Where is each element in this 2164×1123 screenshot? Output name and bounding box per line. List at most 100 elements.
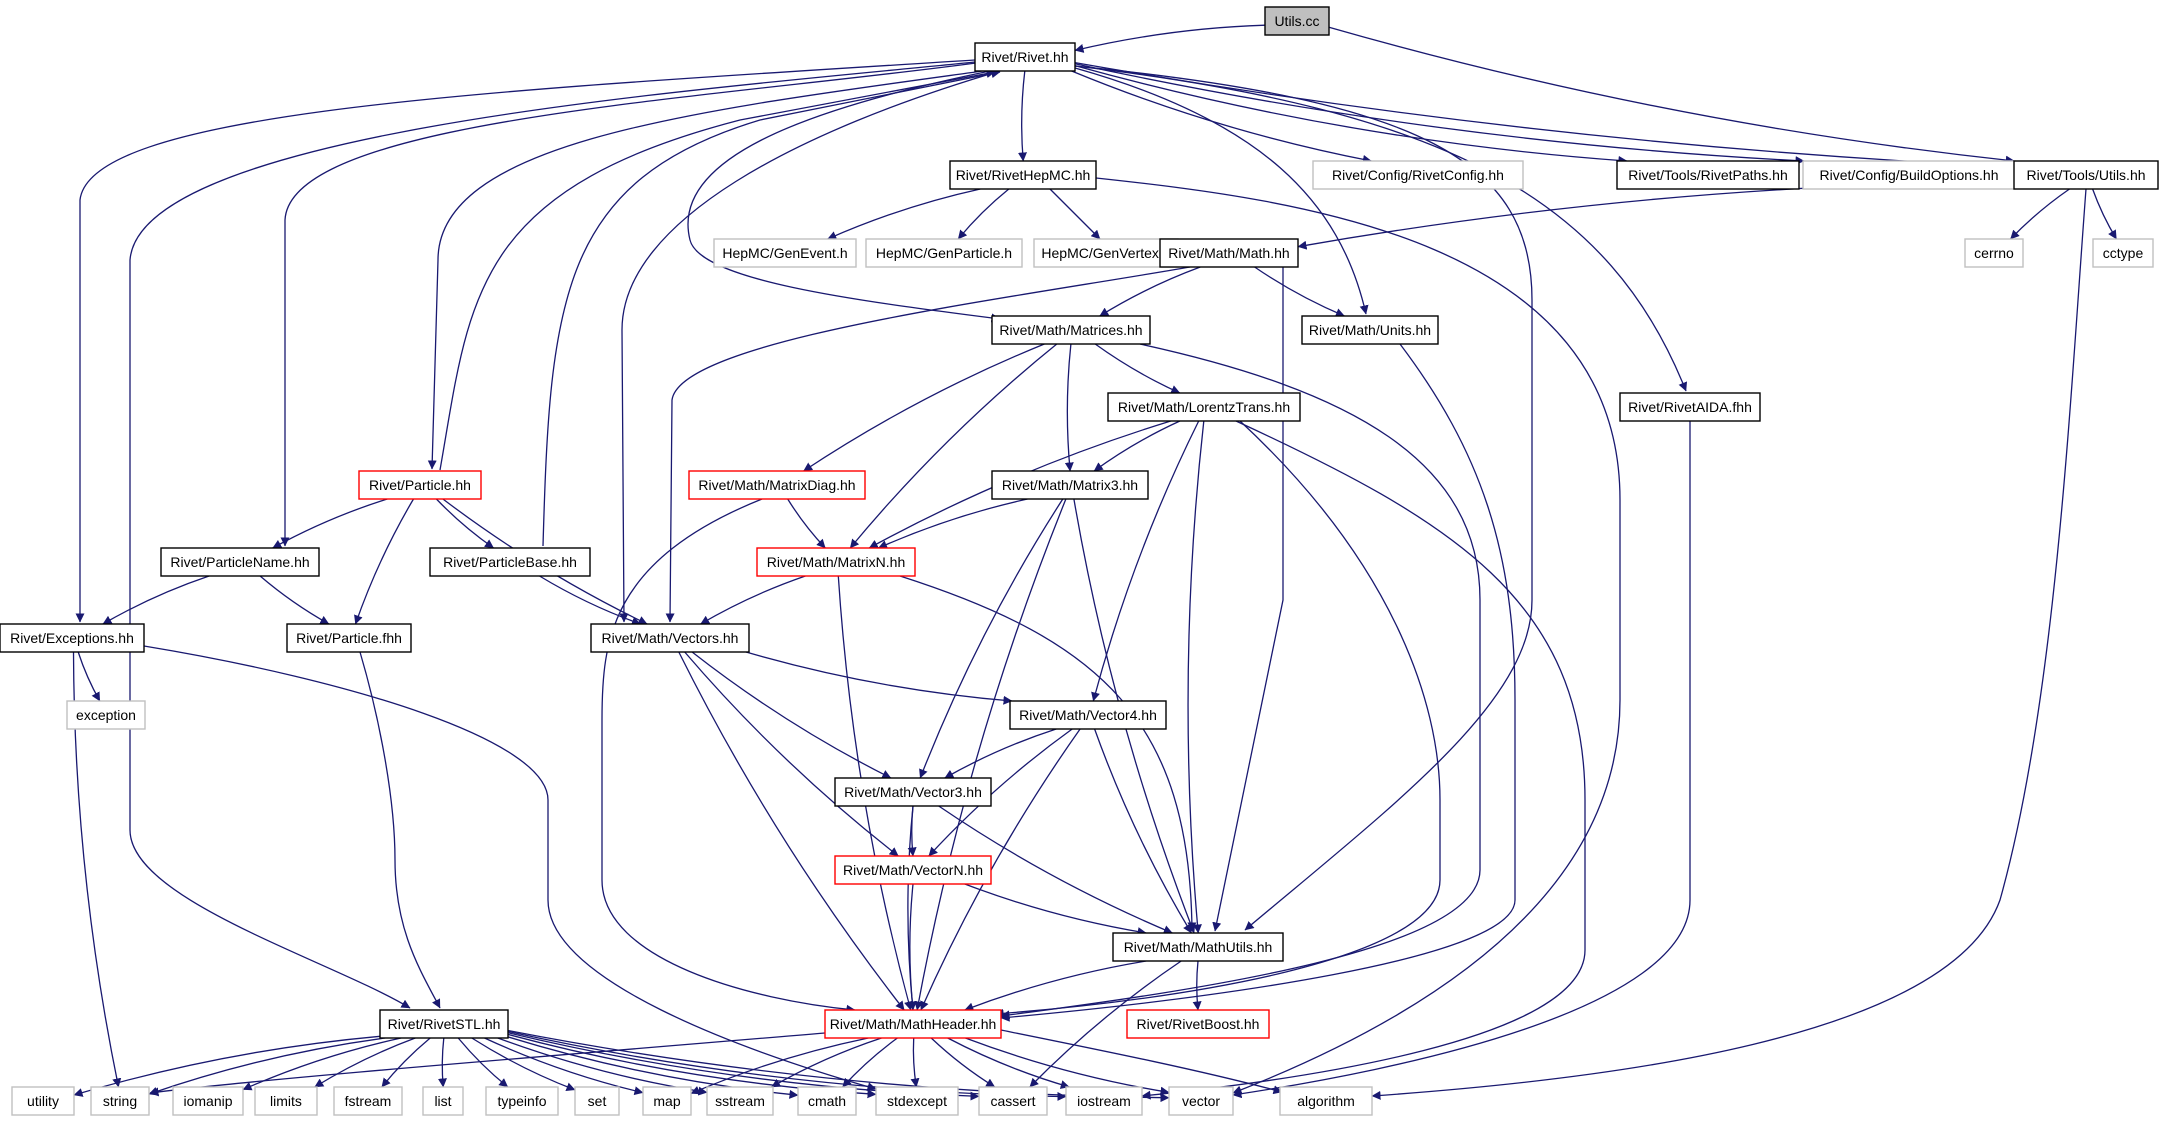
node-box[interactable] bbox=[1301, 315, 1439, 345]
node-rivet-rivethepmc-hh[interactable]: Rivet/RivetHepMC.hh bbox=[949, 160, 1097, 190]
node-box[interactable] bbox=[1312, 160, 1524, 190]
node-box[interactable] bbox=[2013, 160, 2159, 190]
node-rivet-math-vectorn-hh[interactable]: Rivet/Math/VectorN.hh bbox=[834, 855, 992, 885]
node-rivet-math-units-hh[interactable]: Rivet/Math/Units.hh bbox=[1301, 315, 1439, 345]
node-box[interactable] bbox=[1033, 238, 1179, 268]
node-box[interactable] bbox=[991, 315, 1151, 345]
node-box[interactable] bbox=[949, 160, 1097, 190]
node-box[interactable] bbox=[1168, 1086, 1234, 1116]
node-box[interactable] bbox=[0, 623, 145, 653]
node-rivet-rivetaida-fhh[interactable]: Rivet/RivetAIDA.fhh bbox=[1619, 392, 1761, 422]
node-box[interactable] bbox=[834, 855, 992, 885]
node-rivet-math-vector4-hh[interactable]: Rivet/Math/Vector4.hh bbox=[1009, 700, 1167, 730]
node-box[interactable] bbox=[90, 1086, 150, 1116]
node-box[interactable] bbox=[824, 1009, 1002, 1039]
node-box[interactable] bbox=[978, 1086, 1048, 1116]
node-box[interactable] bbox=[865, 238, 1023, 268]
node-hepmc-genevent-h[interactable]: HepMC/GenEvent.h bbox=[713, 238, 857, 268]
node-rivet-math-matrix3-hh[interactable]: Rivet/Math/Matrix3.hh bbox=[991, 470, 1149, 500]
node-hepmc-genparticle-h[interactable]: HepMC/GenParticle.h bbox=[865, 238, 1023, 268]
node-rivet-math-matrixn-hh[interactable]: Rivet/Math/MatrixN.hh bbox=[756, 547, 916, 577]
node-box[interactable] bbox=[429, 547, 591, 577]
node-cerrno[interactable]: cerrno bbox=[1964, 238, 2024, 268]
node-set[interactable]: set bbox=[574, 1086, 620, 1116]
node-cctype[interactable]: cctype bbox=[2092, 238, 2154, 268]
node-rivet-exceptions-hh[interactable]: Rivet/Exceptions.hh bbox=[0, 623, 145, 653]
node-box[interactable] bbox=[172, 1086, 244, 1116]
node-box[interactable] bbox=[1264, 6, 1330, 36]
node-utils-cc[interactable]: Utils.cc bbox=[1264, 6, 1330, 36]
node-string[interactable]: string bbox=[90, 1086, 150, 1116]
node-iostream[interactable]: iostream bbox=[1065, 1086, 1143, 1116]
node-utility[interactable]: utility bbox=[11, 1086, 75, 1116]
node-algorithm[interactable]: algorithm bbox=[1279, 1086, 1373, 1116]
node-vector[interactable]: vector bbox=[1168, 1086, 1234, 1116]
node-exception[interactable]: exception bbox=[66, 700, 146, 730]
node-rivet-math-lorentztrans-hh[interactable]: Rivet/Math/LorentzTrans.hh bbox=[1107, 392, 1301, 422]
node-box[interactable] bbox=[358, 470, 482, 500]
node-box[interactable] bbox=[485, 1086, 559, 1116]
node-box[interactable] bbox=[713, 238, 857, 268]
node-box[interactable] bbox=[11, 1086, 75, 1116]
node-rivet-math-vector3-hh[interactable]: Rivet/Math/Vector3.hh bbox=[834, 777, 992, 807]
node-box[interactable] bbox=[1126, 1009, 1270, 1039]
node-box[interactable] bbox=[254, 1086, 318, 1116]
node-rivet-rivet-hh[interactable]: Rivet/Rivet.hh bbox=[974, 42, 1076, 72]
node-iomanip[interactable]: iomanip bbox=[172, 1086, 244, 1116]
node-box[interactable] bbox=[797, 1086, 857, 1116]
node-box[interactable] bbox=[1159, 238, 1299, 268]
node-box[interactable] bbox=[574, 1086, 620, 1116]
node-box[interactable] bbox=[66, 700, 146, 730]
node-fstream[interactable]: fstream bbox=[333, 1086, 403, 1116]
node-rivet-math-mathheader-hh[interactable]: Rivet/Math/MathHeader.hh bbox=[824, 1009, 1002, 1039]
node-box[interactable] bbox=[160, 547, 320, 577]
node-box[interactable] bbox=[1619, 392, 1761, 422]
node-box[interactable] bbox=[286, 623, 412, 653]
node-box[interactable] bbox=[834, 777, 992, 807]
node-hepmc-genvertex-h[interactable]: HepMC/GenVertex.h bbox=[1033, 238, 1179, 268]
node-box[interactable] bbox=[688, 470, 866, 500]
node-box[interactable] bbox=[1107, 392, 1301, 422]
node-cmath[interactable]: cmath bbox=[797, 1086, 857, 1116]
node-cassert[interactable]: cassert bbox=[978, 1086, 1048, 1116]
node-rivet-math-matrices-hh[interactable]: Rivet/Math/Matrices.hh bbox=[991, 315, 1151, 345]
node-box[interactable] bbox=[379, 1009, 509, 1039]
node-rivet-particlename-hh[interactable]: Rivet/ParticleName.hh bbox=[160, 547, 320, 577]
node-stdexcept[interactable]: stdexcept bbox=[875, 1086, 959, 1116]
node-box[interactable] bbox=[422, 1086, 464, 1116]
node-rivet-particlebase-hh[interactable]: Rivet/ParticleBase.hh bbox=[429, 547, 591, 577]
node-rivet-particle-fhh[interactable]: Rivet/Particle.fhh bbox=[286, 623, 412, 653]
node-box[interactable] bbox=[590, 623, 750, 653]
node-map[interactable]: map bbox=[642, 1086, 692, 1116]
node-typeinfo[interactable]: typeinfo bbox=[485, 1086, 559, 1116]
node-list[interactable]: list bbox=[422, 1086, 464, 1116]
node-box[interactable] bbox=[2092, 238, 2154, 268]
node-box[interactable] bbox=[333, 1086, 403, 1116]
node-rivet-math-math-hh[interactable]: Rivet/Math/Math.hh bbox=[1159, 238, 1299, 268]
node-rivet-rivetboost-hh[interactable]: Rivet/RivetBoost.hh bbox=[1126, 1009, 1270, 1039]
node-box[interactable] bbox=[642, 1086, 692, 1116]
node-rivet-config-rivetconfig-hh[interactable]: Rivet/Config/RivetConfig.hh bbox=[1312, 160, 1524, 190]
node-box[interactable] bbox=[991, 470, 1149, 500]
node-rivet-math-mathutils-hh[interactable]: Rivet/Math/MathUtils.hh bbox=[1112, 932, 1284, 962]
node-rivet-rivetstl-hh[interactable]: Rivet/RivetSTL.hh bbox=[379, 1009, 509, 1039]
node-limits[interactable]: limits bbox=[254, 1086, 318, 1116]
node-sstream[interactable]: sstream bbox=[706, 1086, 774, 1116]
node-rivet-math-matrixdiag-hh[interactable]: Rivet/Math/MatrixDiag.hh bbox=[688, 470, 866, 500]
node-box[interactable] bbox=[706, 1086, 774, 1116]
node-box[interactable] bbox=[1802, 160, 2016, 190]
node-box[interactable] bbox=[875, 1086, 959, 1116]
node-rivet-tools-rivetpaths-hh[interactable]: Rivet/Tools/RivetPaths.hh bbox=[1616, 160, 1800, 190]
node-box[interactable] bbox=[974, 42, 1076, 72]
node-box[interactable] bbox=[1964, 238, 2024, 268]
node-rivet-particle-hh[interactable]: Rivet/Particle.hh bbox=[358, 470, 482, 500]
node-box[interactable] bbox=[1009, 700, 1167, 730]
node-box[interactable] bbox=[1112, 932, 1284, 962]
node-box[interactable] bbox=[1065, 1086, 1143, 1116]
node-rivet-config-buildoptions-hh[interactable]: Rivet/Config/BuildOptions.hh bbox=[1802, 160, 2016, 190]
node-rivet-tools-utils-hh[interactable]: Rivet/Tools/Utils.hh bbox=[2013, 160, 2159, 190]
node-rivet-math-vectors-hh[interactable]: Rivet/Math/Vectors.hh bbox=[590, 623, 750, 653]
node-box[interactable] bbox=[1279, 1086, 1373, 1116]
node-box[interactable] bbox=[756, 547, 916, 577]
node-box[interactable] bbox=[1616, 160, 1800, 190]
